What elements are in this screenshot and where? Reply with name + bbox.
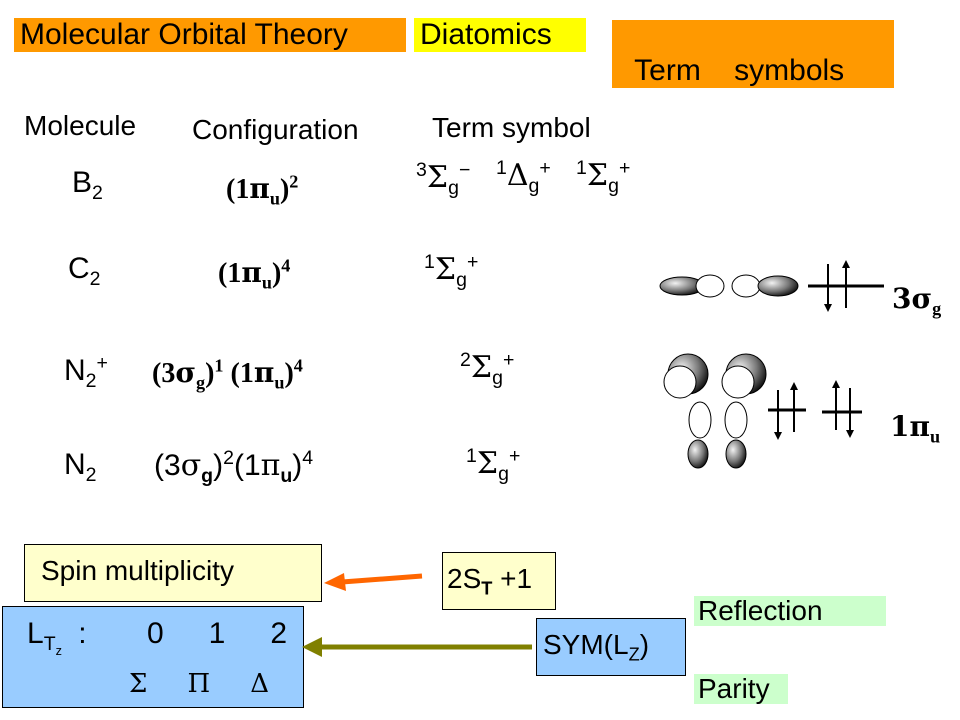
pi-orbital-icon: [663, 353, 767, 469]
header-title-2: Diatomics: [420, 18, 552, 51]
term-b2-singlet-sigma-g-plus: 1Σg+: [576, 157, 631, 197]
spin-multiplicity-label: Spin multiplicity: [41, 555, 234, 586]
spin-multiplicity-box: Spin multiplicity: [24, 544, 322, 602]
column-molecule: Molecule: [24, 110, 137, 141]
header-term-symbols: Term symbols: [612, 20, 894, 88]
term-n2-singlet-sigma-g-plus: 1Σg+: [466, 445, 521, 485]
term-b2-singlet-delta-g-plus: 1Δg+: [496, 157, 551, 197]
config-b2: (1πu)2: [226, 171, 299, 209]
sigma-level-icon: [808, 260, 884, 312]
pi-level-icon: [768, 380, 862, 440]
arrows: [302, 573, 532, 657]
sym-lz-label: SYM(LZ): [543, 629, 650, 665]
spin-formula-box: 2ST +1: [442, 552, 556, 610]
molecule-n2-plus: N2+: [64, 352, 108, 392]
header-title-3: Term symbols: [634, 54, 845, 87]
config-n2: (3σg)2(1πu)4: [154, 447, 314, 487]
header-diatomics: Diatomics: [414, 18, 586, 52]
column-term-symbol: Term symbol: [432, 112, 591, 143]
lz-box: LTz : 0 1 2 Σ Π Δ: [2, 606, 304, 708]
config-c2: (1πu)4: [218, 255, 291, 293]
arrow-left-olive-icon: [302, 637, 532, 657]
term-c2-singlet-sigma-g-plus: 1Σg+: [424, 251, 479, 291]
reflection-label: Reflection: [694, 596, 886, 626]
parity-label: Parity: [694, 674, 788, 704]
spin-formula: 2ST +1: [447, 563, 533, 599]
header-title-1: Molecular Orbital Theory: [20, 18, 348, 51]
term-n2-plus-doublet-sigma-g-plus: 2Σg+: [460, 349, 515, 389]
sym-lz-box: SYM(LZ): [536, 618, 686, 676]
arrow-left-orange-icon: [324, 573, 423, 591]
lz-values: 0 1 2: [147, 617, 287, 650]
config-n2-plus: (3σg)1 (1πu)4: [152, 355, 303, 393]
header-molecular-orbital-theory: Molecular Orbital Theory: [14, 18, 406, 52]
column-configuration: Configuration: [192, 114, 359, 145]
label-1pi-u: 1πu: [890, 410, 941, 447]
lz-label: LTz :: [27, 617, 87, 658]
sigma-orbital-icon: [659, 274, 799, 298]
lz-symbols: Σ Π Δ: [129, 669, 269, 699]
molecule-c2: C2: [68, 252, 101, 290]
term-b2-triplet-sigma-g-minus: 3Σg−: [416, 159, 471, 199]
molecule-n2: N2: [64, 448, 97, 486]
orbital-diagram: [659, 260, 884, 469]
molecule-b2: B2: [72, 166, 103, 204]
label-3sigma-g: 3σg: [892, 282, 942, 319]
